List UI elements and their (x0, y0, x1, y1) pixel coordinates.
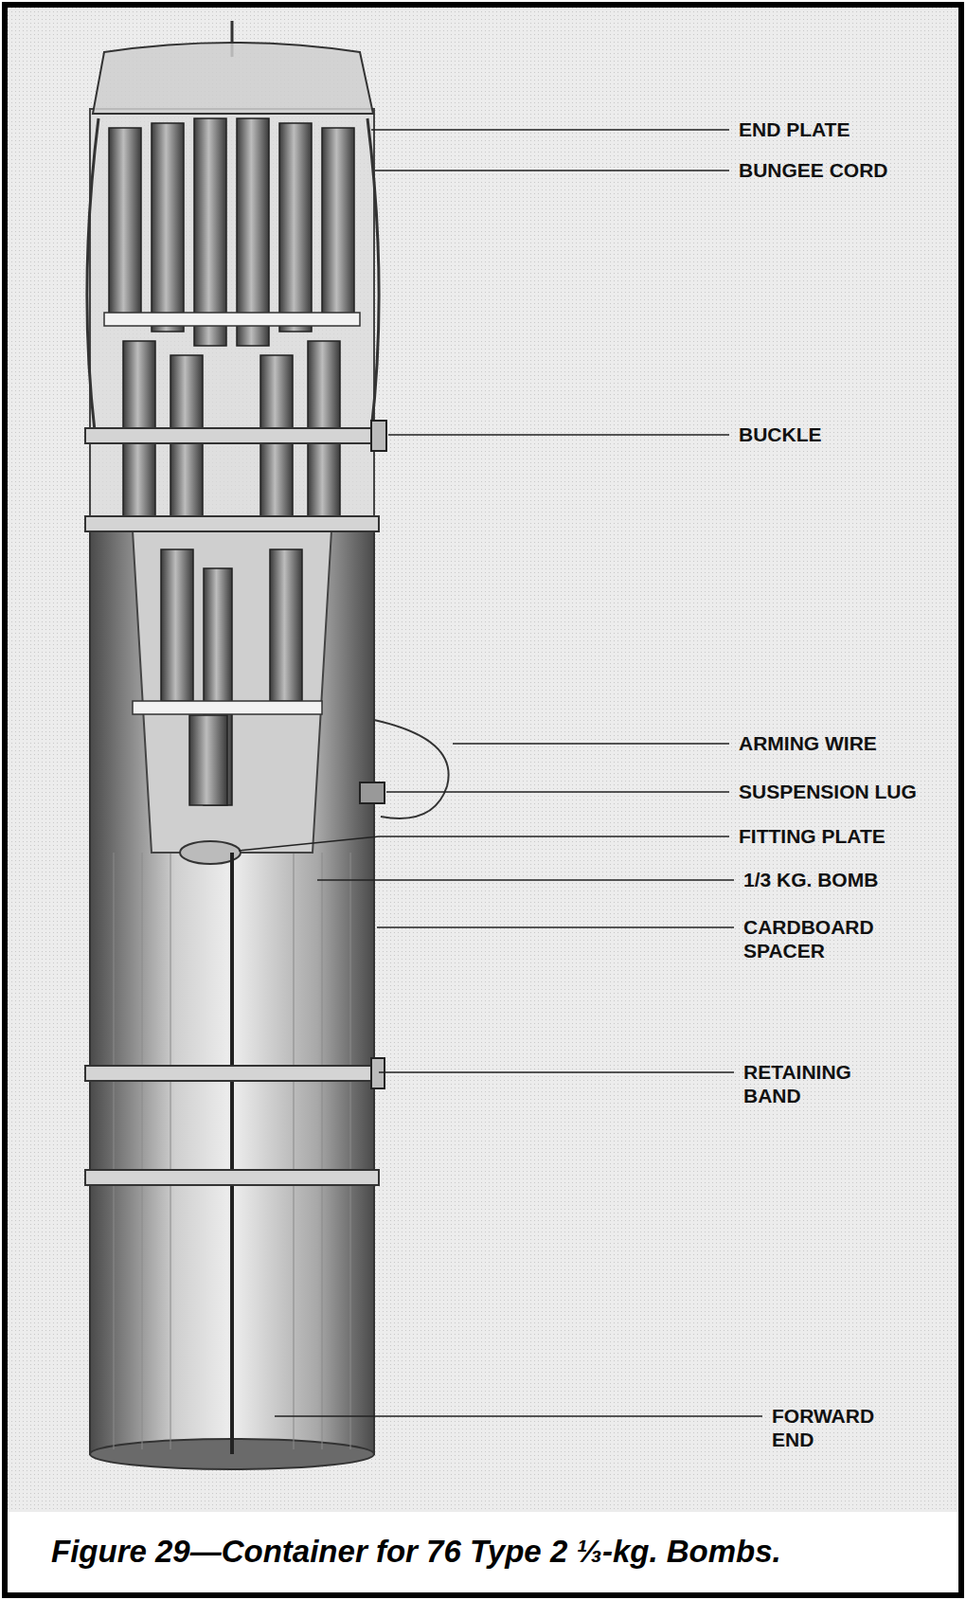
shading-line (350, 852, 352, 1449)
container-body (89, 530, 375, 1454)
part-label: END PLATE (738, 117, 850, 142)
leader-line (452, 742, 730, 745)
bungee-cord (87, 118, 99, 431)
shading-line (170, 852, 172, 1449)
bomb (108, 127, 142, 318)
bomb (322, 127, 355, 318)
retaining-band (85, 1065, 379, 1081)
shading-line (293, 852, 295, 1449)
spacers (104, 312, 360, 715)
bomb (161, 549, 194, 701)
leader-line (274, 1414, 763, 1417)
bungee-cord (367, 118, 379, 431)
leader-line (388, 433, 730, 436)
part-label: FITTING PLATE (738, 823, 886, 848)
bomb-stack (108, 118, 355, 805)
leader-line (375, 169, 730, 172)
band (85, 428, 379, 444)
shading-line (322, 852, 323, 1449)
buckle (371, 420, 387, 451)
band (85, 516, 379, 532)
leader-line (371, 128, 730, 131)
leader-line (317, 878, 734, 881)
suspension-lug (359, 782, 385, 804)
cutaway-shell (89, 108, 375, 531)
cardboard-spacer (132, 700, 322, 715)
buckle (371, 1057, 385, 1089)
part-label: RETAINING BAND (743, 1059, 886, 1108)
figure-caption: Figure 29—Container for 76 Type 2 ⅓-kg. … (51, 1532, 782, 1571)
bomb (269, 549, 303, 701)
arming-rod (230, 852, 234, 1454)
part-label: 1/3 KG. BOMB (743, 867, 878, 892)
leader-line (238, 836, 730, 851)
leader-line (378, 1071, 734, 1074)
part-label: ARMING WIRE (738, 731, 877, 755)
cardboard-spacer (104, 312, 360, 326)
bomb (194, 118, 227, 346)
arming-wire (374, 719, 449, 819)
shading-line (113, 852, 115, 1449)
part-label: CARDBOARD SPACER (743, 914, 886, 963)
end-plate (92, 42, 374, 114)
leader-line (376, 926, 734, 929)
leader-line (386, 790, 730, 793)
part-label: BUNGEE CORD (738, 158, 889, 182)
halftone-ground (5, 5, 961, 1512)
frame (4, 4, 962, 1595)
part-label: SUSPENSION LUG (738, 779, 917, 804)
cutaway-window (132, 530, 332, 853)
bomb (279, 123, 312, 332)
shading-line (142, 852, 144, 1449)
retaining-band (85, 1169, 379, 1185)
part-label: FORWARD END (771, 1403, 914, 1451)
part-label: BUCKLE (738, 422, 823, 447)
bomb (236, 118, 269, 346)
bands (85, 428, 379, 1185)
bomb (151, 123, 184, 332)
halftone-dots (5, 5, 961, 1512)
leader-lines (238, 129, 763, 1416)
bomb (189, 715, 228, 805)
